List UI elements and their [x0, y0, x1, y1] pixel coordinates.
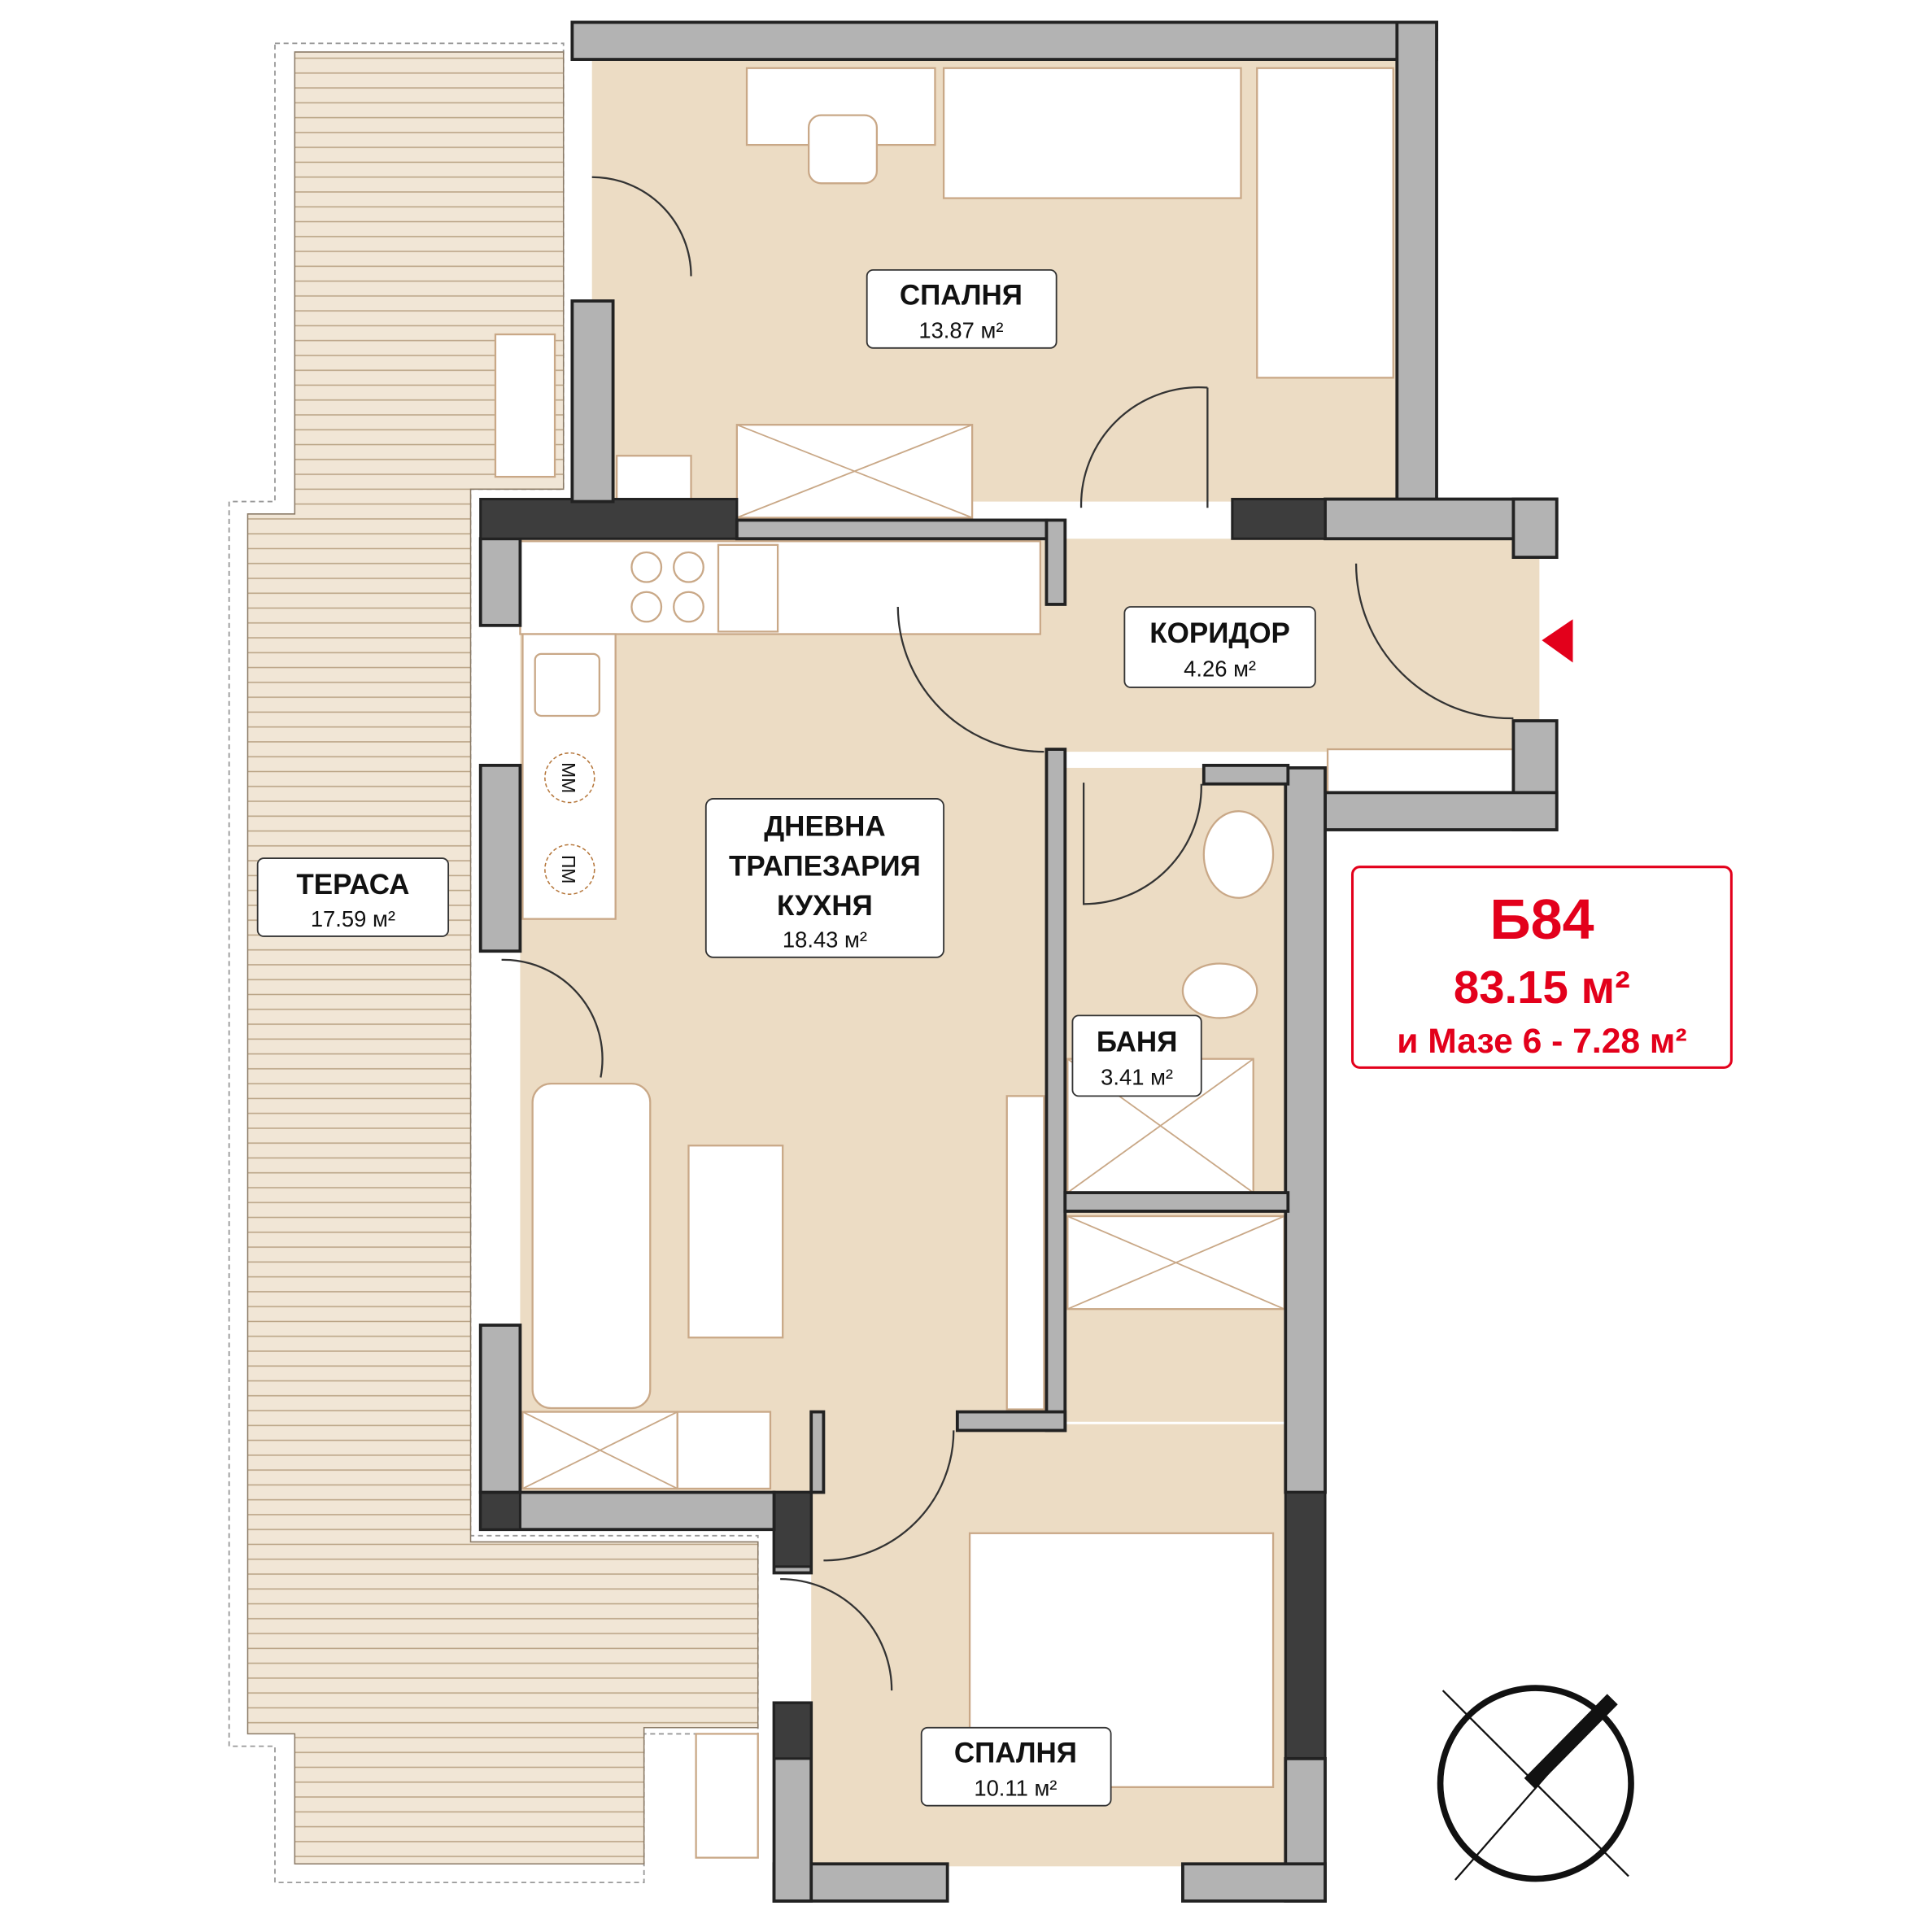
room-area: 4.26 м² — [1184, 656, 1256, 681]
walls — [478, 20, 1559, 1903]
furniture — [494, 67, 1515, 1859]
apartment-id: Б84 — [1489, 887, 1594, 951]
room-label-bedroom1: СПАЛНЯ 13.87 м² — [866, 268, 1058, 349]
appliances: ММ ПМ — [544, 752, 595, 895]
room-area: 18.43 м² — [783, 927, 867, 953]
room-name: БАНЯ — [1097, 1027, 1178, 1058]
room-area: 10.11 м² — [974, 1776, 1057, 1801]
doors — [501, 176, 1514, 1691]
washer-label: ПМ — [558, 855, 579, 883]
room-name-line2: ТРАПЕЗАРИЯ — [729, 850, 921, 882]
apartment-info-box: Б84 83.15 м² и Мазе 6 - 7.28 м² — [1350, 866, 1733, 1069]
room-name-line1: ДНЕВНА — [764, 811, 885, 843]
room-name-line3: КУХНЯ — [777, 890, 873, 922]
room-name: СПАЛНЯ — [900, 280, 1023, 312]
dishwasher-label: ММ — [558, 762, 579, 793]
terrace — [228, 42, 759, 1884]
room-name: КОРИДОР — [1149, 617, 1290, 649]
room-label-bedroom2: СПАЛНЯ 10.11 м² — [920, 1726, 1112, 1807]
apartment-storage-area: и Мазе 6 - 7.28 м² — [1397, 1022, 1686, 1061]
room-label-bathroom: БАНЯ 3.41 м² — [1071, 1014, 1202, 1097]
north-compass-icon — [1437, 1685, 1634, 1882]
room-label-living: ДНЕВНА ТРАПЕЗАРИЯ КУХНЯ 18.43 м² — [704, 798, 945, 958]
room-area: 3.41 м² — [1101, 1065, 1173, 1090]
room-label-corridor: КОРИДОР 4.26 м² — [1123, 606, 1316, 688]
room-name: СПАЛНЯ — [954, 1737, 1077, 1768]
room-area: 17.59 м² — [311, 906, 395, 931]
room-label-terrace: ТЕРАСА 17.59 м² — [256, 857, 450, 937]
room-area: 13.87 м² — [918, 318, 1003, 343]
room-name: ТЕРАСА — [296, 869, 409, 901]
apartment-total-area: 83.15 м² — [1454, 962, 1630, 1013]
entrance-arrow-icon — [1542, 619, 1573, 663]
